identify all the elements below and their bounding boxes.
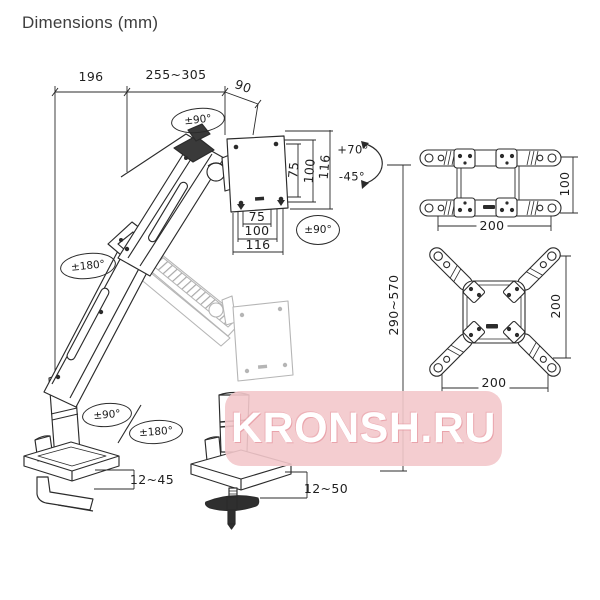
dim-reach-range: 255~305	[145, 66, 207, 82]
dim-vesa-bottom-116: 116	[245, 236, 271, 252]
dim-adapter-x-width: 200	[478, 376, 510, 390]
dim-reach-left: 196	[78, 68, 104, 84]
watermark: KRONSH.RU	[225, 391, 502, 466]
tilt-arrowheads	[361, 141, 369, 189]
dim-vesa-right-116: 116	[315, 153, 333, 181]
dim-adapter-wide-width: 200	[476, 219, 508, 233]
monitor-arm	[34, 123, 289, 462]
page-title: Dimensions (mm)	[22, 13, 159, 32]
dimension-lines	[51, 86, 578, 499]
clamp-base	[23, 441, 120, 512]
dim-adapter-x-height: 200	[547, 293, 563, 319]
dim-vesa-bottom-75: 75	[248, 208, 266, 224]
dim-vesa-right-75: 75	[285, 160, 302, 179]
dim-vesa-right-100: 100	[300, 157, 318, 185]
dim-clamp-range: 12~45	[129, 471, 175, 487]
angle-vesa-rotation: ±90°	[296, 215, 340, 245]
dim-height-range: 290~570	[385, 274, 401, 336]
vesa-adapter-200x200	[429, 247, 561, 377]
vesa-adapter-200x100	[419, 148, 562, 218]
dim-vesa-bottom-100: 100	[244, 222, 270, 238]
angle-tilt-down: -45°	[338, 169, 366, 184]
dim-grommet-range: 12~50	[303, 480, 349, 496]
angle-tilt-up: +70°	[337, 142, 369, 157]
ghost-arm	[131, 249, 294, 382]
dim-adapter-wide-height: 100	[556, 171, 572, 197]
